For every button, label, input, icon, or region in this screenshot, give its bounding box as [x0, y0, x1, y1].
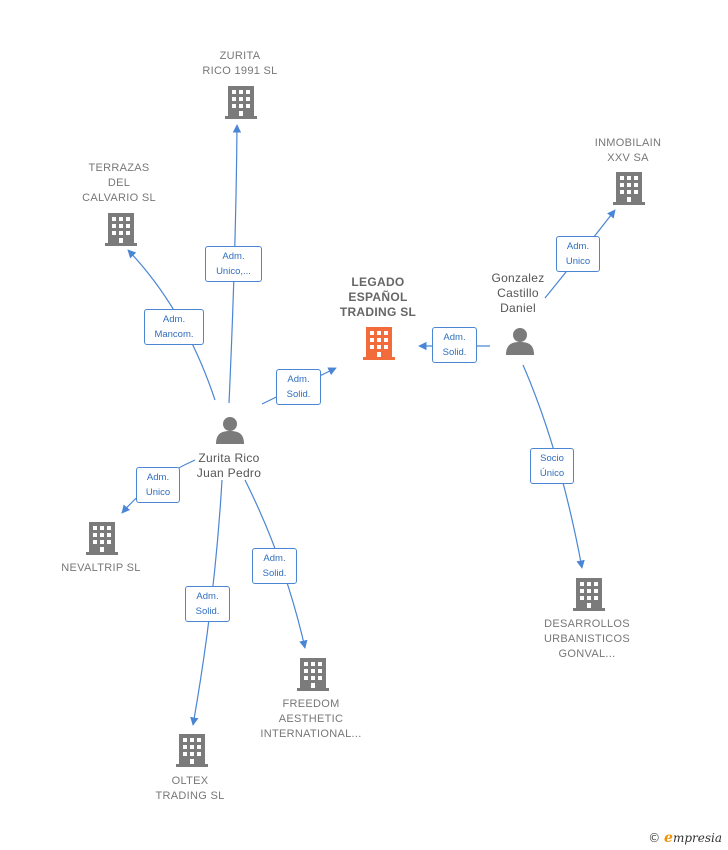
building-icon[interactable] — [573, 578, 605, 611]
node-label-zurita-rico-juan-pedro[interactable]: Zurita Rico Juan Pedro — [196, 451, 262, 480]
relation-label-adm-mancom[interactable]: Adm. Mancom. — [144, 309, 204, 345]
person-icon[interactable] — [216, 417, 244, 444]
node-label-legado-espanol-trading[interactable]: LEGADO ESPAÑOL TRADING SL — [339, 275, 417, 319]
building-icon[interactable] — [363, 327, 395, 360]
relation-label-adm-solid[interactable]: Adm. Solid. — [432, 327, 477, 363]
relation-label-adm-unico[interactable]: Adm. Unico — [556, 236, 600, 272]
relation-label-adm-unico[interactable]: Adm. Unico — [136, 467, 180, 503]
node-label-nevaltrip[interactable]: NEVALTRIP SL — [61, 562, 141, 574]
brand-logo: © empresia — [648, 830, 722, 846]
building-icon[interactable] — [225, 86, 257, 119]
node-label-inmobilain-xxv[interactable]: INMOBILAIN XXV SA — [594, 137, 662, 164]
relation-label-adm-solid[interactable]: Adm. Solid. — [185, 586, 230, 622]
copyright-icon: © — [648, 831, 661, 845]
brand-name: mpresia — [672, 831, 722, 845]
relation-label-socio-unico[interactable]: Socio Único — [530, 448, 574, 484]
building-icon[interactable] — [613, 172, 645, 205]
node-label-oltex-trading[interactable]: OLTEX TRADING SL — [155, 775, 225, 802]
building-icon[interactable] — [176, 734, 208, 767]
brand-initial: e — [664, 830, 673, 846]
building-icon[interactable] — [86, 522, 118, 555]
relation-label-adm-solid[interactable]: Adm. Solid. — [276, 369, 321, 405]
building-icon[interactable] — [105, 213, 137, 246]
relation-label-adm-solid[interactable]: Adm. Solid. — [252, 548, 297, 584]
node-label-zurita-rico-1991[interactable]: ZURITA RICO 1991 SL — [202, 50, 278, 77]
node-label-gonzalez-castillo-daniel[interactable]: Gonzalez Castillo Daniel — [491, 271, 545, 315]
node-label-terrazas-del-calvario[interactable]: TERRAZAS DEL CALVARIO SL — [82, 162, 156, 204]
building-icon[interactable] — [297, 658, 329, 691]
node-label-desarrollos-urbanisticos[interactable]: DESARROLLOS URBANISTICOS GONVAL... — [543, 618, 631, 660]
relation-label-adm-unico[interactable]: Adm. Unico,... — [205, 246, 262, 282]
node-label-freedom-aesthetic[interactable]: FREEDOM AESTHETIC INTERNATIONAL... — [260, 698, 362, 740]
person-icon[interactable] — [506, 328, 534, 355]
